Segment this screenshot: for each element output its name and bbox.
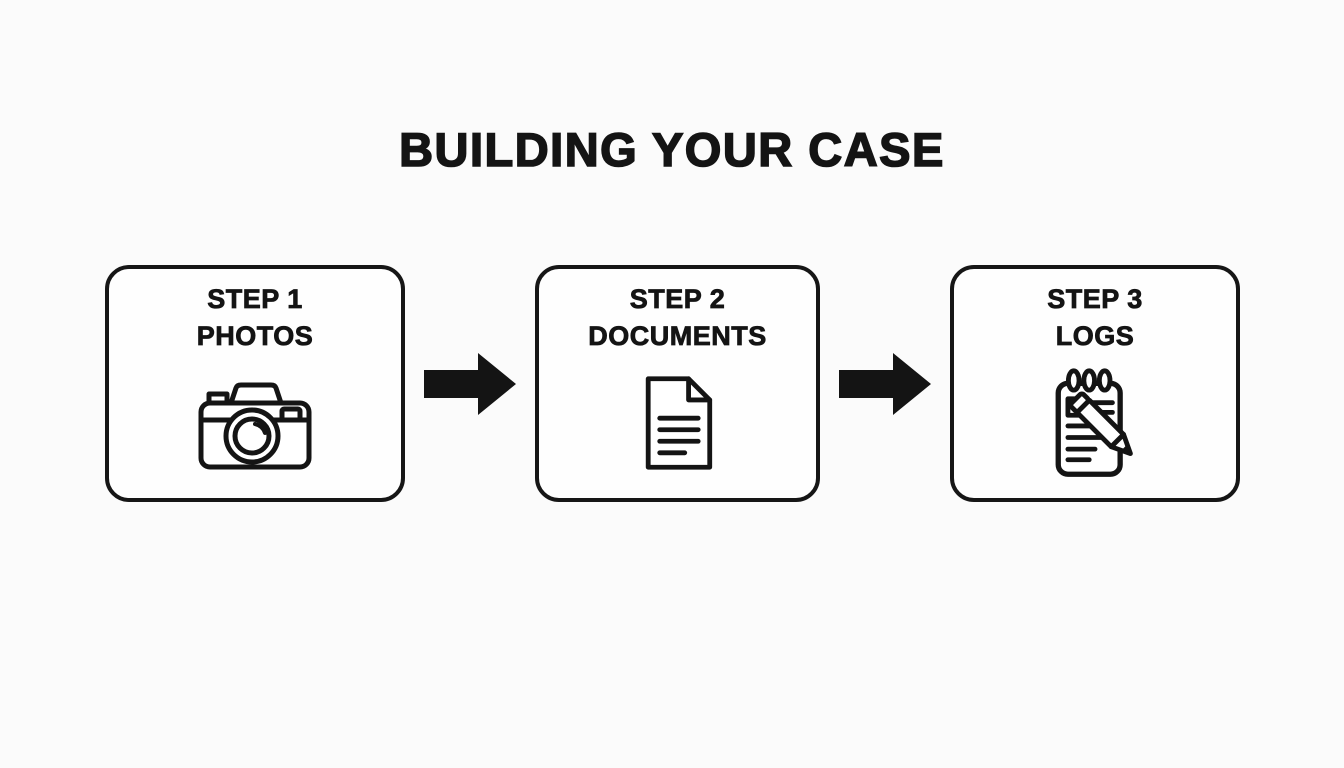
step-card-labels: STEP 1 PHOTOS [196, 281, 314, 354]
page-title: BUILDING YOUR CASE [398, 122, 945, 177]
arrow-right-icon [839, 349, 931, 419]
step-number: STEP 2 [629, 284, 726, 315]
step-name: DOCUMENTS [588, 320, 767, 351]
step-card-labels: STEP 3 LOGS [1047, 281, 1143, 354]
step-card-documents: STEP 2 DOCUMENTS [535, 265, 820, 502]
arrow-right-icon [424, 349, 516, 419]
step-icon-wrap [634, 354, 722, 498]
step-icon-wrap [1033, 354, 1157, 498]
notepad-pencil-icon [1055, 368, 1133, 478]
step-card-logs: STEP 3 LOGS [950, 265, 1240, 502]
step-card-photos: STEP 1 PHOTOS [105, 265, 405, 502]
camera-icon [198, 382, 312, 470]
step-number: STEP 3 [1047, 284, 1143, 315]
step-name: PHOTOS [196, 320, 314, 351]
document-icon [645, 376, 712, 470]
step-name: LOGS [1055, 320, 1135, 351]
step-number: STEP 1 [207, 284, 303, 315]
step-icon-wrap [195, 354, 315, 498]
step-card-labels: STEP 2 DOCUMENTS [588, 281, 767, 354]
process-flow: STEP 1 PHOTOS STEP 2 DOCUMENTS [105, 265, 1240, 502]
